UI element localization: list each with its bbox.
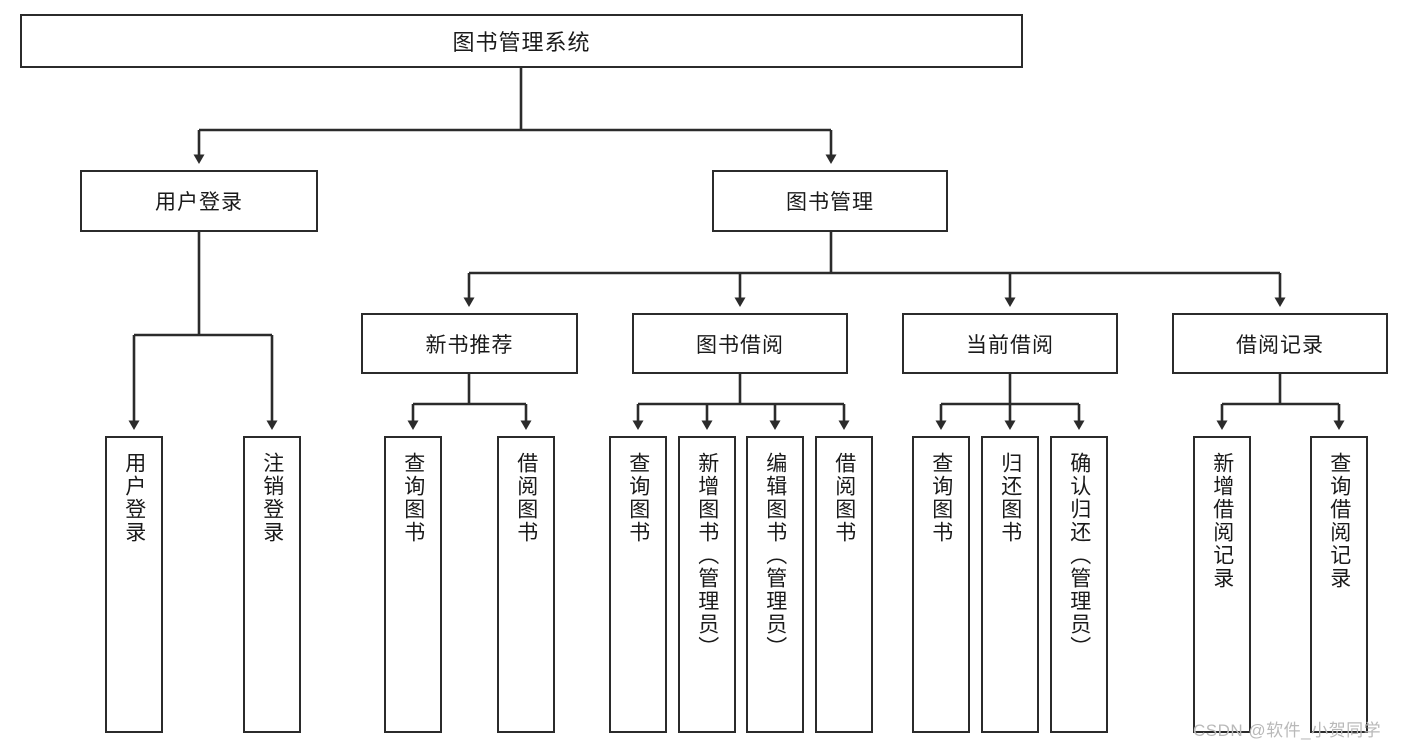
- leaf-user-login[interactable]: 用户登录: [105, 436, 163, 733]
- node-user-login[interactable]: 用户登录: [80, 170, 318, 232]
- node-book-borrow[interactable]: 图书借阅: [632, 313, 848, 374]
- leaf-current-confirm-return-admin[interactable]: 确认归还（管理员）: [1050, 436, 1108, 733]
- node-label: 图书管理: [786, 191, 874, 214]
- leaf-borrow-take-book[interactable]: 借阅图书: [815, 436, 873, 733]
- node-label: 查询图书: [626, 452, 650, 544]
- node-label: 查询图书: [929, 452, 953, 544]
- node-current-borrow[interactable]: 当前借阅: [902, 313, 1118, 374]
- leaf-current-return-book[interactable]: 归还图书: [981, 436, 1039, 733]
- leaf-recommend-query-book[interactable]: 查询图书: [384, 436, 442, 733]
- node-label: 图书管理系统: [452, 30, 591, 55]
- node-label: 新增图书（管理员）: [695, 452, 719, 659]
- leaf-borrow-edit-book-admin[interactable]: 编辑图书（管理员）: [746, 436, 804, 733]
- node-label: 编辑图书（管理员）: [763, 452, 787, 659]
- node-borrow-record[interactable]: 借阅记录: [1172, 313, 1388, 374]
- node-label: 借阅图书: [832, 452, 856, 544]
- csdn-watermark: CSDN @软件_小贺同学: [1193, 721, 1382, 740]
- node-label: 查询借阅记录: [1327, 452, 1351, 590]
- leaf-user-logout[interactable]: 注销登录: [243, 436, 301, 733]
- node-root-system[interactable]: 图书管理系统: [20, 14, 1023, 68]
- leaf-record-add-borrow-record[interactable]: 新增借阅记录: [1193, 436, 1251, 733]
- node-label: 归还图书: [998, 452, 1022, 544]
- node-new-book-recommend[interactable]: 新书推荐: [361, 313, 578, 374]
- node-label: 图书借阅: [696, 333, 784, 357]
- node-label: 确认归还（管理员）: [1067, 452, 1091, 659]
- node-label: 新书推荐: [425, 333, 514, 357]
- node-label: 借阅记录: [1236, 333, 1324, 357]
- node-label: 用户登录: [122, 452, 146, 544]
- leaf-record-query-borrow-record[interactable]: 查询借阅记录: [1310, 436, 1368, 733]
- leaf-recommend-borrow-book[interactable]: 借阅图书: [497, 436, 555, 733]
- node-book-management[interactable]: 图书管理: [712, 170, 948, 232]
- leaf-borrow-query-book[interactable]: 查询图书: [609, 436, 667, 733]
- node-label: 新增借阅记录: [1210, 452, 1234, 590]
- node-label: 用户登录: [155, 191, 243, 214]
- node-label: 借阅图书: [514, 452, 538, 544]
- node-label: 查询图书: [401, 452, 425, 544]
- leaf-current-query-book[interactable]: 查询图书: [912, 436, 970, 733]
- leaf-borrow-add-book-admin[interactable]: 新增图书（管理员）: [678, 436, 736, 733]
- node-label: 注销登录: [260, 452, 284, 544]
- node-label: 当前借阅: [966, 333, 1054, 357]
